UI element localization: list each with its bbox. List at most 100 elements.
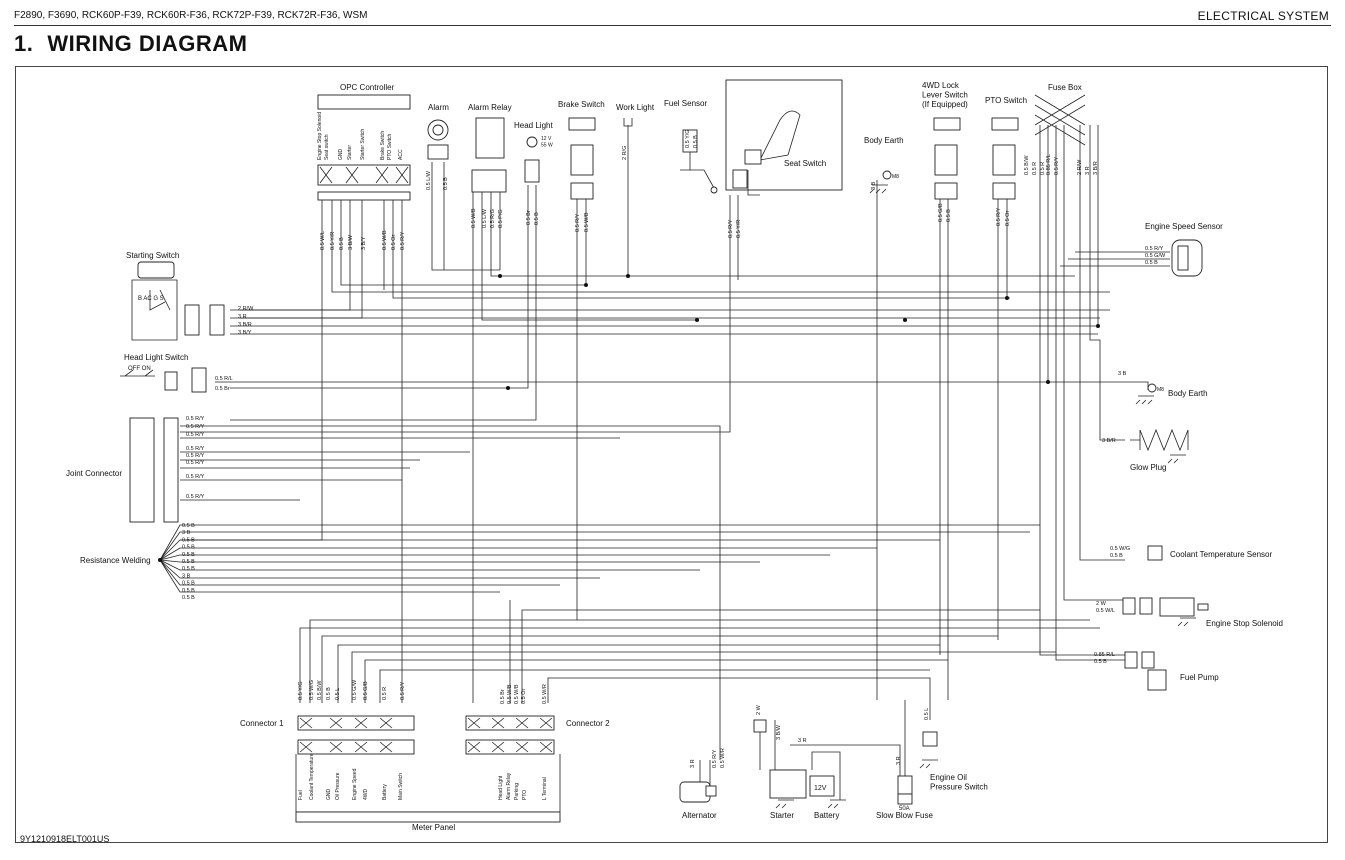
solenoid-wire-0: 2 W bbox=[1096, 601, 1107, 607]
work-light-body bbox=[623, 118, 633, 127]
connector2-wire-2: 0.5 W/B bbox=[514, 684, 520, 704]
connector2-wire-0: 0.5 Br bbox=[500, 689, 506, 704]
label-joint-connector: Joint Connector bbox=[66, 469, 122, 478]
alarm-body bbox=[427, 119, 449, 160]
meter-panel-body bbox=[295, 754, 561, 823]
starter-wire-1: 3 B/W bbox=[776, 724, 782, 740]
connector1-wire-7: 0.5 R bbox=[382, 687, 388, 700]
fwd-wire-0: 0.5 G/B bbox=[938, 203, 944, 222]
coolant-wire-1: 0.5 B bbox=[1110, 553, 1123, 559]
label-head-light-switch-pos: OFF ON bbox=[128, 366, 151, 372]
welding-wire-1: 3 B bbox=[182, 530, 191, 536]
component-labels: OPC Controller Alarm Alarm Relay Head Li… bbox=[66, 83, 1283, 832]
label-ground-mark: M8 bbox=[892, 174, 899, 180]
opc-pin-1: Seat switch bbox=[324, 134, 330, 160]
title-text: WIRING DIAGRAM bbox=[47, 31, 248, 56]
diagram-frame bbox=[15, 66, 1328, 843]
label-fwd-lock-line-2: (If Equipped) bbox=[922, 100, 968, 109]
fuel-pump-wire-1: 0.5 B bbox=[1094, 659, 1107, 665]
fwd-lock-body bbox=[933, 117, 961, 200]
fuse-wire-4: 0.5 R/Y bbox=[1054, 156, 1060, 175]
label-fuel-pump: Fuel Pump bbox=[1180, 673, 1219, 682]
opc-controller bbox=[317, 94, 411, 201]
joint-wire-1: 0.5 R/Y bbox=[186, 424, 205, 430]
connector-2-body bbox=[465, 715, 555, 755]
connector1-wire-8: 0.5 R/Y bbox=[400, 681, 406, 700]
engine-speed-wire-1: 0.5 G/W bbox=[1145, 253, 1166, 259]
relay-wire-0: 0.5 W/B bbox=[471, 208, 477, 228]
label-head-light-rating-line-1: 55 W bbox=[541, 143, 553, 149]
connector2-pin-2: Parking bbox=[514, 783, 520, 800]
alternator-wire-1: 0.5 W/R bbox=[720, 748, 726, 768]
fuel-sensor-lower-wire-0: 0.5 R/Y bbox=[728, 219, 734, 238]
headlight-wire-1: 0.5 B bbox=[534, 212, 540, 225]
welding-wire-2: 0.5 B bbox=[182, 537, 195, 543]
opc-wire-7: 0.5 R/Y bbox=[400, 231, 406, 250]
coolant-wire-0: 0.5 W/G bbox=[1110, 546, 1130, 552]
body-earth-top-symbol bbox=[869, 170, 892, 194]
connector1-wire-3: 0.5 B bbox=[326, 687, 332, 700]
junction-dots bbox=[158, 274, 1100, 562]
welding-wire-8: 0.5 B bbox=[182, 581, 195, 587]
head-light-switch-wire-1: 0.5 Br bbox=[215, 386, 230, 392]
engine-stop-solenoid-body bbox=[1122, 597, 1209, 627]
label-alarm-wire: 0.5 L/W bbox=[426, 170, 432, 190]
joint-wire-3: 0.5 R/Y bbox=[186, 446, 205, 452]
connector-1-body bbox=[297, 715, 415, 755]
welding-wire-7: 3 B bbox=[182, 573, 191, 579]
oil-pressure-switch-body bbox=[919, 731, 938, 769]
label-slow-blow-fuse: Slow Blow Fuse bbox=[876, 811, 933, 820]
pto-wire-0: 0.5 R/Y bbox=[996, 207, 1002, 226]
fuse-wire-6: 3 R bbox=[1085, 166, 1091, 175]
alternator-body bbox=[679, 781, 717, 803]
body-earth-right-symbol bbox=[1135, 383, 1157, 405]
engine-speed-sensor-body bbox=[1171, 239, 1203, 277]
fuel-sensor-wire-1: 0.5 B bbox=[693, 135, 699, 148]
opc-pin-5: Brake Switch bbox=[380, 131, 386, 160]
head-light-body bbox=[524, 136, 540, 183]
connector1-pin-0: Fuel bbox=[298, 790, 304, 800]
label-fwd-lock-line-0: 4WD Lock bbox=[922, 81, 960, 90]
label-body-earth-right: Body Earth bbox=[1168, 389, 1208, 398]
joint-wire-5: 0.5 R/Y bbox=[186, 460, 205, 466]
opc-wire-5: 0.5 W/B bbox=[382, 230, 388, 250]
welding-wire-6: 0.5 B bbox=[182, 566, 195, 572]
brake-wire-1: 0.5 W/B bbox=[584, 212, 590, 232]
page-title: 1. WIRING DIAGRAM bbox=[14, 31, 247, 57]
label-body-earth-top: Body Earth bbox=[864, 136, 904, 145]
connector1-wire-6: 0.5 G/B bbox=[363, 681, 369, 700]
connector2-pin-3: PTO bbox=[522, 790, 528, 800]
fuse-wire-7: 3 B/R bbox=[1093, 161, 1099, 175]
connector1-pin-4: Engine Speed bbox=[352, 768, 358, 800]
fuse-wire-5: 2 R/W bbox=[1077, 159, 1083, 175]
battery-body bbox=[809, 775, 846, 809]
relay-wire-2: 0.5 R/G bbox=[490, 209, 496, 228]
label-alternator-wire-2: 3 R bbox=[690, 759, 696, 768]
starting-switch-wire-1: 3 R bbox=[238, 314, 247, 320]
connector1-pin-1: Coolant Temperature bbox=[309, 753, 315, 800]
header-rule bbox=[14, 25, 1331, 26]
starting-switch-wire-2: 3 B/R bbox=[238, 322, 252, 328]
slow-blow-fuse-body bbox=[897, 775, 913, 805]
label-work-light: Work Light bbox=[616, 103, 655, 112]
welding-wire-3: 0.5 B bbox=[182, 545, 195, 551]
model-list: F2890, F3690, RCK60P-F39, RCK60R-F36, RC… bbox=[14, 10, 368, 21]
fuel-pump-body bbox=[1124, 651, 1167, 691]
label-alarm-wire-2: 0.5 B bbox=[443, 177, 449, 190]
opc-wire-2: 0.5 B bbox=[339, 237, 345, 250]
joint-wire-4: 0.5 R/Y bbox=[186, 453, 205, 459]
connector1-pin-7: Main Switch bbox=[398, 773, 404, 800]
connector2-wire-4: 0.5 W/R bbox=[542, 684, 548, 704]
welding-wire-9: 0.5 B bbox=[182, 588, 195, 594]
starter-wire-2: 3 R bbox=[798, 738, 807, 744]
starter-body bbox=[753, 719, 807, 809]
title-number: 1. bbox=[14, 31, 34, 56]
fuel-pump-wire-0: 0.85 R/L bbox=[1094, 652, 1115, 658]
fuse-wire-3: 0.85 R/L bbox=[1046, 154, 1052, 175]
starting-switch-wire-3: 3 B/Y bbox=[238, 330, 252, 336]
brake-switch-body bbox=[568, 117, 596, 200]
relay-wire-3: 0.5 P/G bbox=[498, 209, 504, 228]
starting-switch-wire-0: 2 R/W bbox=[238, 306, 254, 312]
label-head-light-rating-line-0: 12 V bbox=[541, 136, 552, 142]
